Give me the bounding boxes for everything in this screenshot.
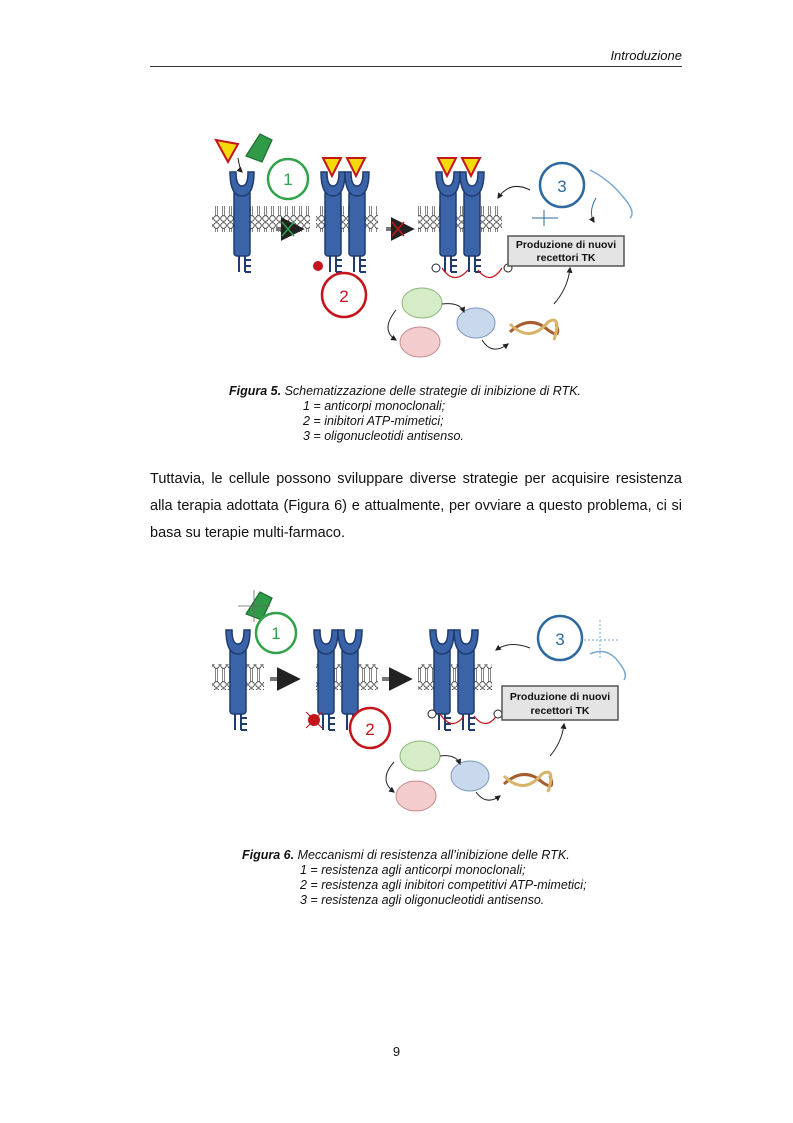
inhibitor-dot [313,261,323,271]
figure-5-title: Schematizzazione delle strategie di inib… [281,384,582,398]
step-2-number: 2 [339,287,348,306]
cascade-protein-red [399,326,441,358]
figure-5-diagram: 1 2 Produzione di nuovi recettori TK 3 [150,118,682,368]
figure-5-item-3: 3 = oligonucleotidi antisenso. [303,429,464,443]
box-line-2: recettori TK [531,705,590,717]
figure-6-item-3: 3 = resistenza agli oligonucleotidi anti… [300,893,545,907]
figure-5-item-1: 1 = anticorpi monoclonali; [303,399,446,413]
figure-6-label: Figura 6. [242,848,295,862]
antibody-icon [245,133,273,163]
step-2-circle [320,271,368,319]
box-line-2: recettori TK [537,252,596,264]
box-line-1: Produzione di nuovi [516,239,616,251]
body-paragraph: Tuttavia, le cellule possono sviluppare … [150,471,682,541]
figure-6-caption: Figura 6. Meccanismi di resistenza all’i… [242,848,587,908]
figure-6-item-2: 2 = resistenza agli inibitori competitiv… [300,878,587,892]
step-1-number: 1 [271,624,280,643]
page-number: 9 [392,1044,401,1059]
step-3-number: 3 [557,177,566,196]
figure-5-item-2: 2 = inibitori ATP-mimetici; [303,414,444,428]
step-3-circle [538,161,586,209]
box-line-1: Produzione di nuovi [510,691,610,703]
cascade-protein-green [401,287,443,319]
receptor-monomer [229,171,255,273]
step-3-number: 3 [555,630,564,649]
section-title: Introduzione [610,48,682,63]
production-box [507,235,625,267]
ligand-triangle-icon [214,138,240,165]
figure-5-label: Figura 5. [229,384,282,398]
step-1-number: 1 [283,170,292,189]
cascade-protein-blue [456,307,496,339]
figure-6-diagram: 1 2 Produzione di nuovi recettori TK 3 [150,584,682,834]
figure-5-caption: Figura 5. Schematizzazione delle strateg… [229,384,581,444]
page-header: Introduzione [150,46,682,67]
membrane-right [418,206,502,232]
figure-6-item-1: 1 = resistenza agli anticorpi monoclonal… [300,863,526,877]
step-1-circle [266,157,310,201]
step-2-number: 2 [365,720,374,739]
figure-6-title: Meccanismi di resistenza all’inibizione … [294,848,570,862]
antisense-strand [589,169,633,219]
